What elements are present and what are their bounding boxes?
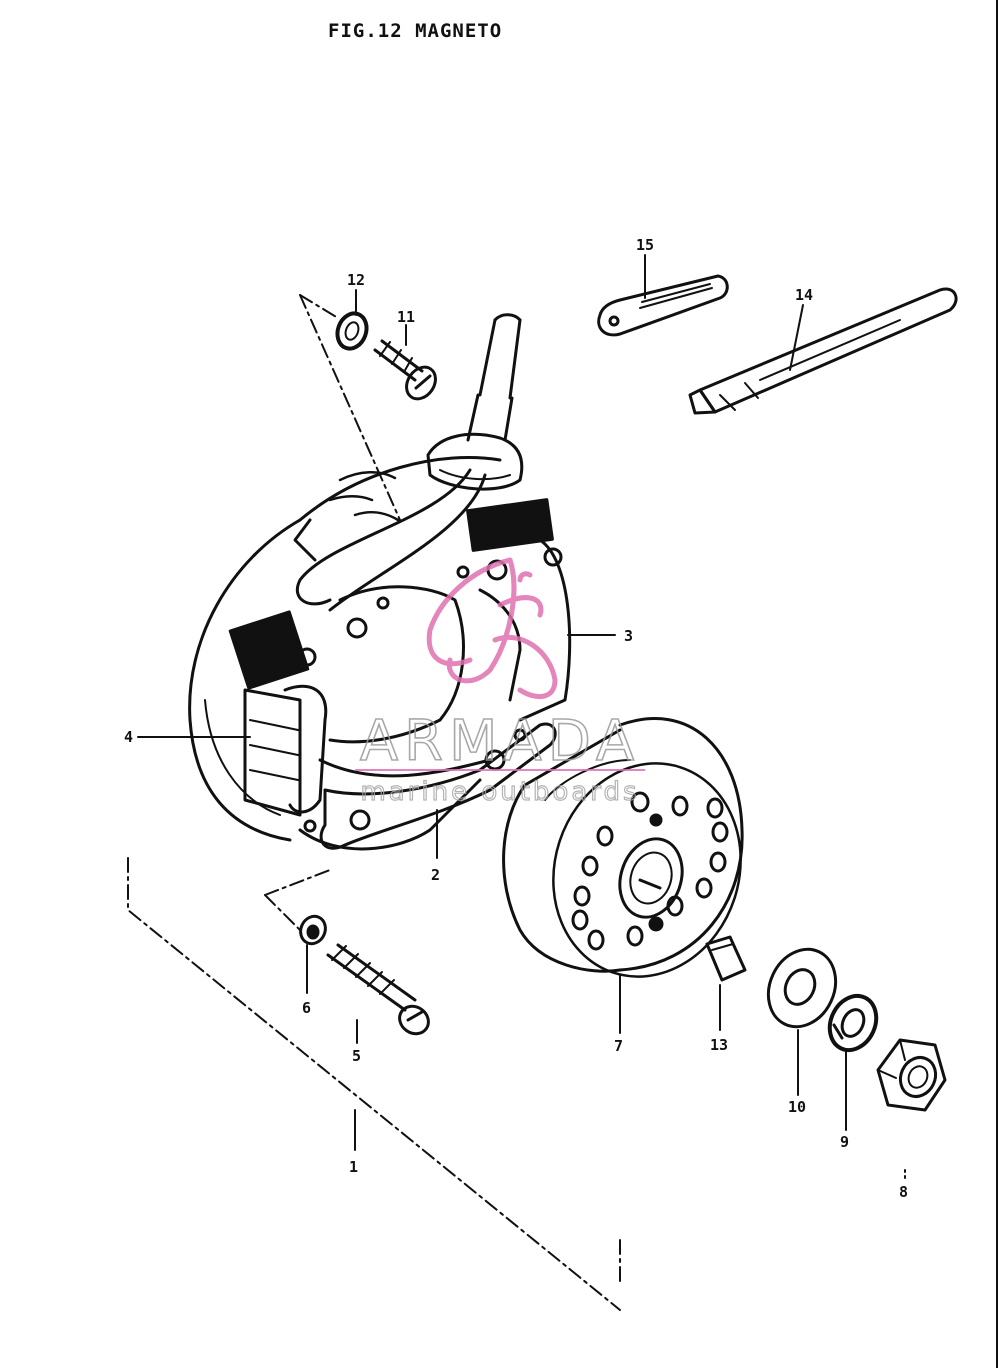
coil-part-3	[376, 498, 572, 722]
washer-part-12	[335, 311, 369, 351]
callout-2: 2	[431, 866, 440, 884]
nut-part-8	[876, 1038, 947, 1112]
figure-title: FIG.12 MAGNETO	[328, 20, 503, 42]
callout-12: 12	[347, 271, 365, 289]
propeller-logo	[426, 557, 558, 700]
wire-harness	[293, 313, 524, 612]
callout-7: 7	[614, 1037, 623, 1055]
watermark-brand: ARMADA	[360, 709, 640, 774]
leader-lines	[127, 294, 621, 1311]
cable-band-part-14	[688, 287, 958, 415]
key-part-13	[705, 935, 747, 982]
clamp-part-15	[597, 274, 729, 337]
washer-part-6	[299, 914, 327, 946]
callout-leaders	[137, 254, 906, 1181]
long-screw-part-5	[326, 943, 430, 1036]
callout-labels: 12 11 15 14 4 3 2 6 5 7 13 10 9 1 8	[124, 236, 908, 1201]
screw-part-11	[373, 339, 437, 401]
callout-11: 11	[397, 308, 415, 326]
lock-washer-part-9	[827, 993, 879, 1053]
callout-9: 9	[840, 1133, 849, 1151]
callout-10: 10	[788, 1098, 806, 1116]
watermark-tagline: marine outboards	[360, 777, 639, 807]
callout-1: 1	[349, 1158, 358, 1176]
rotor-part-7	[502, 717, 744, 978]
callout-4: 4	[124, 728, 133, 746]
page-border	[996, 0, 998, 1368]
callout-6: 6	[302, 999, 311, 1017]
callout-13: 13	[710, 1036, 728, 1054]
watermark: ARMADA marine outboards	[355, 557, 645, 808]
callout-8: 8	[899, 1183, 908, 1201]
callout-5: 5	[352, 1047, 361, 1065]
callout-15: 15	[636, 236, 654, 254]
coil-part-4	[228, 610, 328, 833]
stator-plate-part-1	[188, 456, 502, 851]
washer-part-10	[766, 947, 838, 1029]
callout-14: 14	[795, 286, 813, 304]
callout-3: 3	[624, 627, 633, 645]
